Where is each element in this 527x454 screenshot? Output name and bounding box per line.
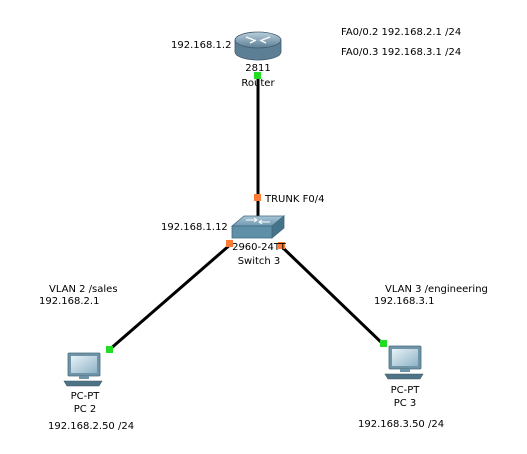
router-subinterface-1: FA0/0.2 192.168.2.1 /24: [341, 27, 461, 38]
switch-ip-label: 192.168.1.12: [161, 222, 228, 233]
pc3-computer-icon[interactable]: [384, 345, 424, 380]
switch-pc3-port-indicator: [278, 242, 285, 249]
switch-pc2-link[interactable]: [108, 242, 232, 352]
trunk-port-label: TRUNK F0/4: [264, 194, 324, 205]
switch-model-label: 2960-24TT: [232, 242, 287, 253]
pc2-computer-icon[interactable]: [63, 352, 103, 387]
pc3-type-label: PC-PT: [391, 385, 421, 396]
switch-trunk-port-indicator: [254, 194, 261, 201]
pc3-ip-label: 192.168.3.50 /24: [358, 419, 444, 430]
switch-icon[interactable]: [230, 215, 286, 239]
switch-name-label: Switch 3: [238, 256, 281, 267]
pc2-ip-label: 192.168.2.50 /24: [48, 421, 134, 432]
router-subinterface-2: FA0/0.3 192.168.3.1 /24: [341, 47, 461, 58]
pc2-type-label: PC-PT: [71, 391, 101, 402]
router-name-label: Router: [241, 78, 275, 89]
router-icon[interactable]: [234, 31, 282, 61]
pc2-port-indicator: [106, 346, 113, 353]
pc2-gateway-label: 192.168.2.1: [39, 296, 99, 307]
router-ip-label: 192.168.1.2: [171, 40, 231, 51]
pc3-port-indicator: [380, 340, 387, 347]
router-model-label: 2811: [245, 63, 270, 74]
pc2-vlan-label: VLAN 2 /sales: [49, 284, 118, 295]
pc3-gateway-label: 192.168.3.1: [374, 296, 434, 307]
pc3-name-label: PC 3: [394, 398, 417, 409]
pc2-name-label: PC 2: [74, 404, 97, 415]
switch-pc3-link[interactable]: [279, 244, 385, 346]
switch-pc2-port-indicator: [226, 240, 233, 247]
router-port-indicator: [254, 72, 261, 79]
pc3-vlan-label: VLAN 3 /engineering: [385, 284, 488, 295]
